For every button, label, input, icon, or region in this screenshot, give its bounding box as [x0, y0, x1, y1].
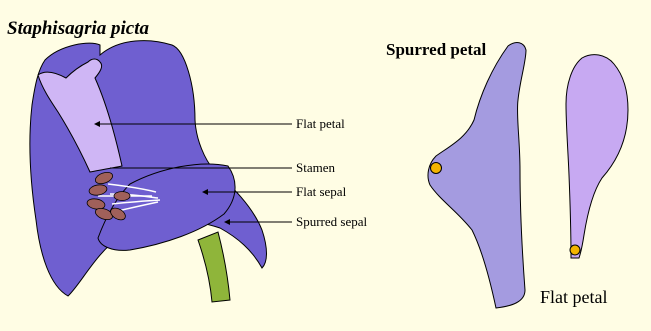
flat-petal-nectary: [570, 245, 580, 255]
spurred-petal-detached: [428, 43, 526, 308]
flower-stem: [198, 232, 230, 302]
page-title: Staphisagria picta: [7, 18, 149, 40]
flat-petal-detached: [566, 55, 628, 258]
label-stamen: Stamen: [296, 160, 335, 176]
label-flat-sepal: Flat sepal: [296, 184, 346, 200]
label-flat-petal: Flat petal: [296, 116, 345, 132]
label-spurred-sepal: Spurred sepal: [296, 214, 367, 230]
spurred-petal-nectary: [431, 163, 442, 174]
flat-petal-caption: Flat petal: [540, 287, 607, 308]
spurred-petal-title: Spurred petal: [386, 40, 486, 60]
